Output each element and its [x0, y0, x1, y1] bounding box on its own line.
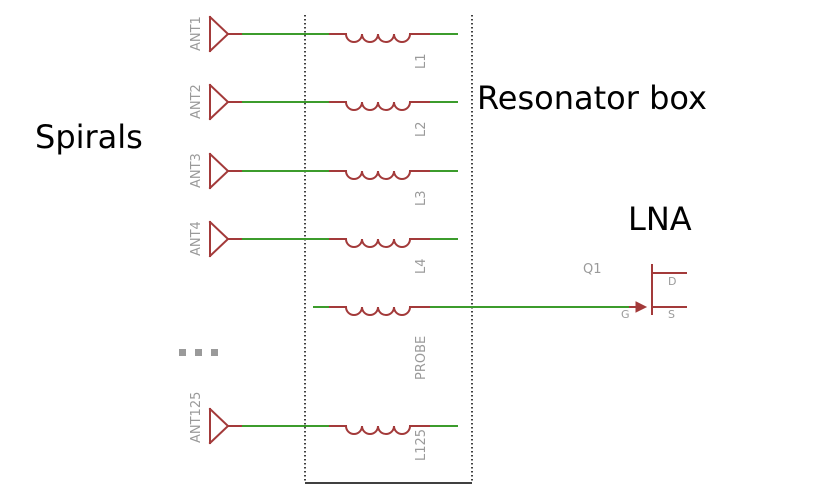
inductor-label: L125 [414, 429, 429, 461]
inductor-icon [329, 33, 431, 43]
antenna-icon [208, 83, 243, 121]
antenna-icon [208, 407, 243, 445]
inductor-label: L1 [414, 53, 429, 69]
antenna-label: ANT125 [189, 392, 204, 443]
probe-inductor-symbol [329, 306, 431, 316]
ellipsis-dot-2 [195, 349, 202, 356]
inductor-icon [329, 238, 431, 248]
lna-label: LNA [628, 200, 692, 238]
antenna-label: ANT4 [189, 221, 204, 256]
inductor-label: L3 [414, 190, 429, 206]
gate-pin-label: G [621, 308, 630, 321]
spirals-label: Spirals [35, 118, 143, 156]
transistor-ref-label: Q1 [583, 262, 602, 277]
antenna-icon [208, 152, 243, 190]
drain-pin-label: D [668, 275, 676, 288]
ellipsis-dots [179, 349, 218, 356]
ellipsis-dot-1 [179, 349, 186, 356]
antenna-icon [208, 220, 243, 258]
inductor-label: L2 [414, 121, 429, 137]
antenna-label: ANT1 [189, 16, 204, 51]
probe-label: PROBE [414, 336, 429, 380]
transistor-q1: Q1 G D S [583, 262, 687, 321]
resonator-box-label: Resonator box [477, 79, 707, 117]
inductor-icon [329, 101, 431, 111]
inductor-icon [329, 425, 431, 435]
antenna-label: ANT2 [189, 84, 204, 119]
probe-channel: PROBE [313, 306, 630, 380]
antenna-label: ANT3 [189, 153, 204, 188]
inductor-label: L4 [414, 258, 429, 274]
gate-arrow-icon [635, 301, 648, 313]
source-pin-label: S [668, 308, 675, 321]
inductor-icon [329, 170, 431, 180]
antenna-icon [208, 15, 243, 53]
ellipsis-dot-3 [211, 349, 218, 356]
